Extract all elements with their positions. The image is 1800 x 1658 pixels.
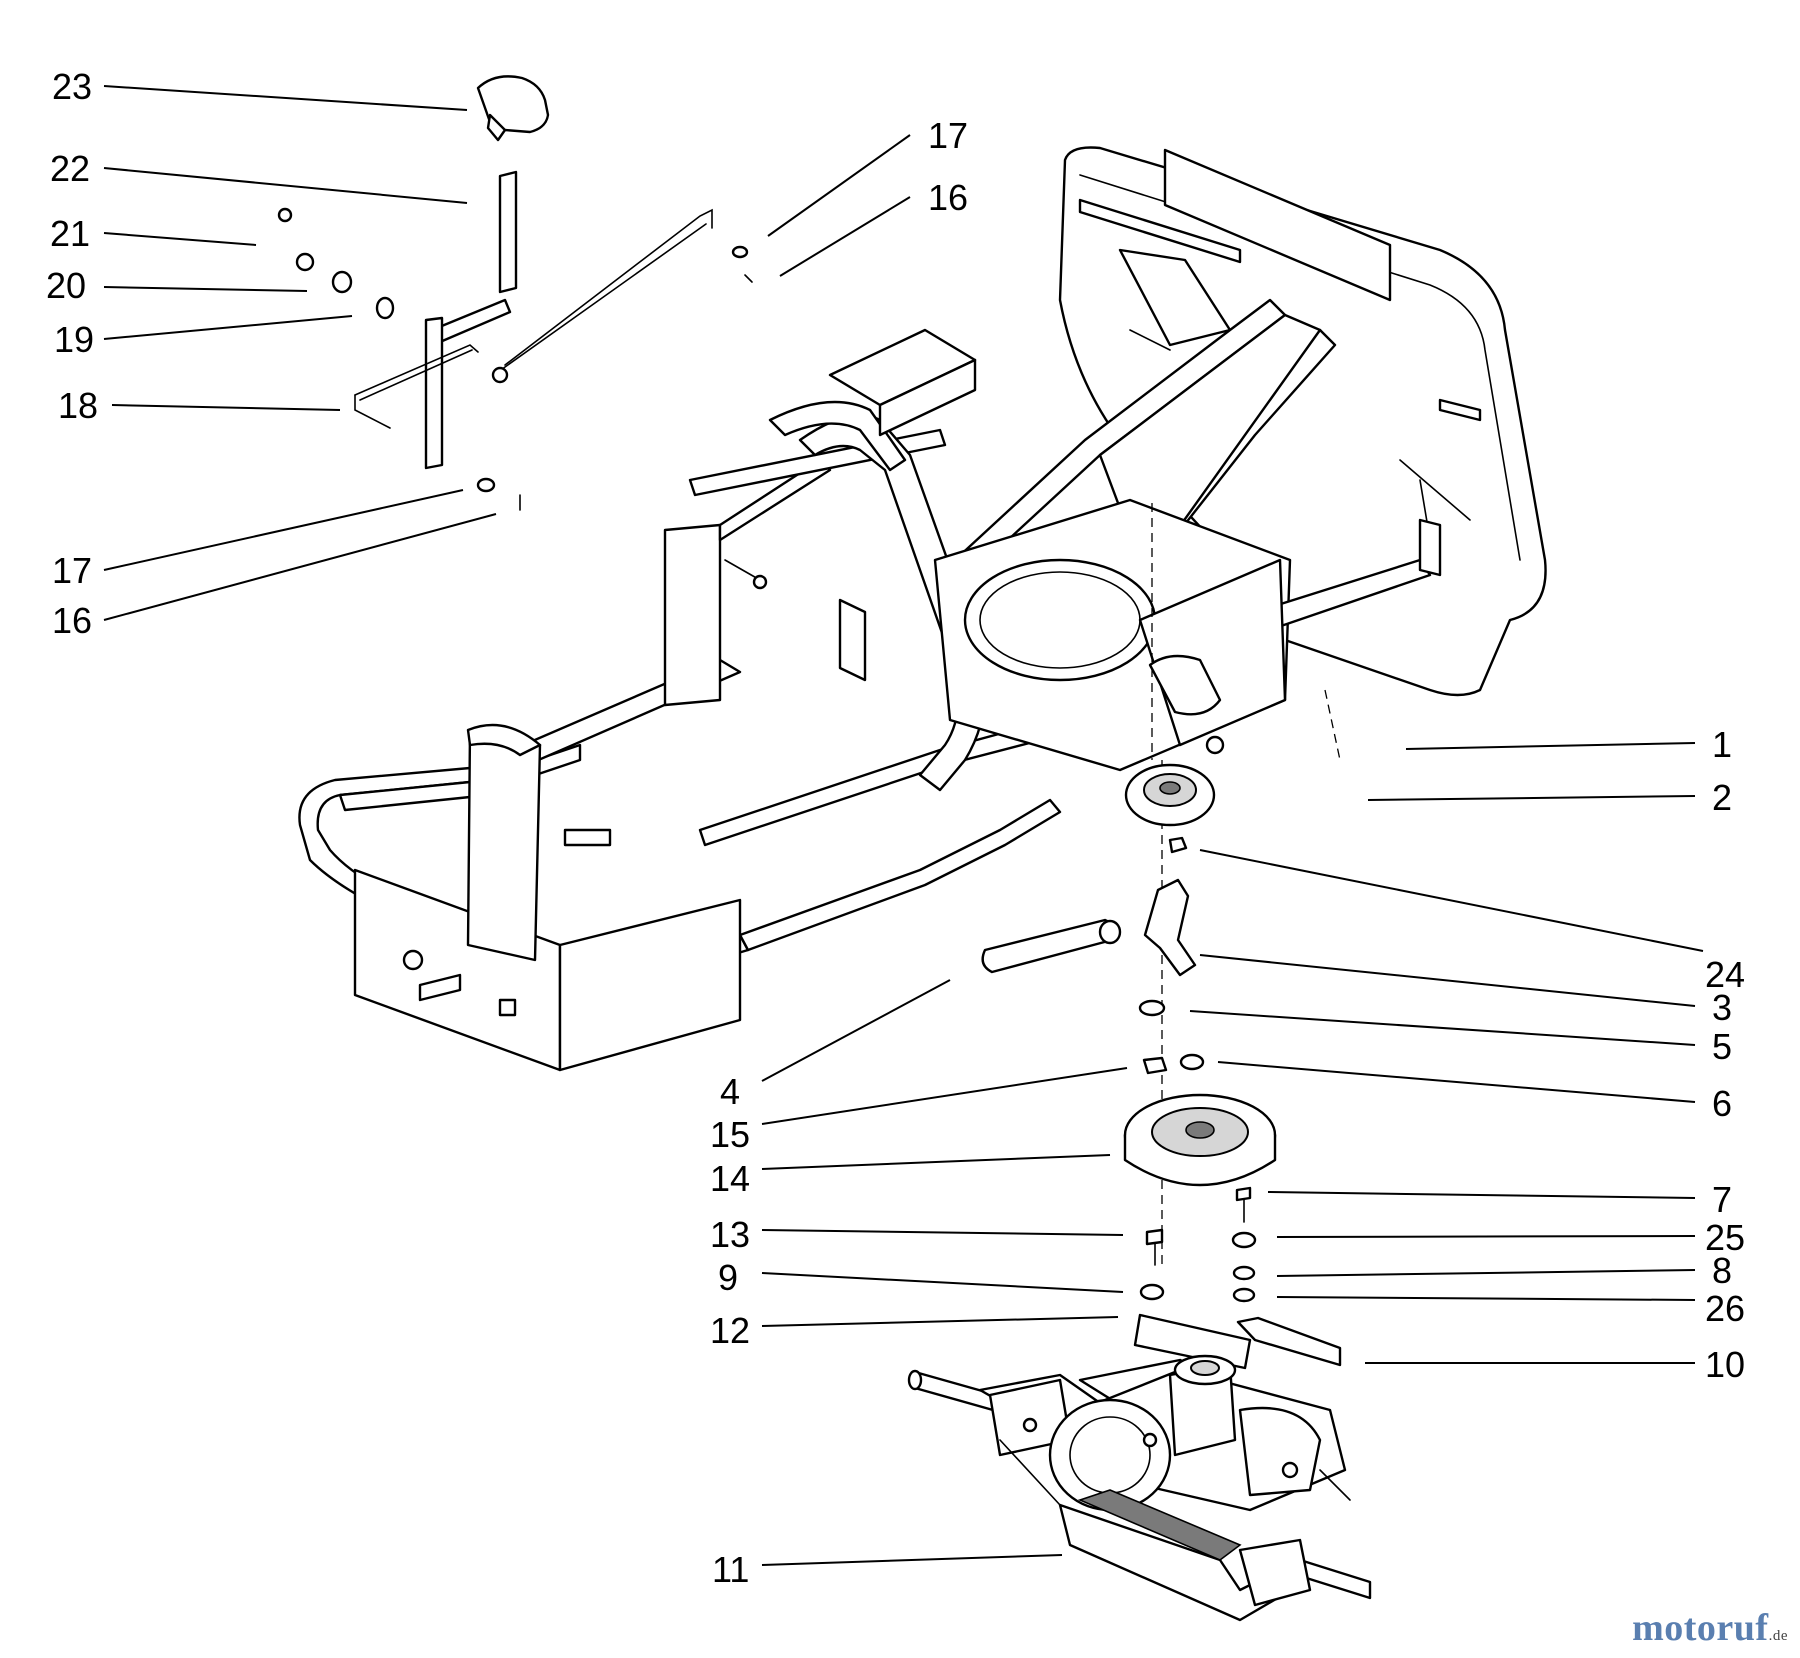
callout-17-left: 17 <box>52 550 92 591</box>
washer-part-20 <box>331 270 353 294</box>
bolt-part-13 <box>1145 1228 1164 1246</box>
callout-14: 14 <box>710 1158 750 1199</box>
callout-17-top: 17 <box>928 115 968 156</box>
knob-part-23 <box>476 75 550 134</box>
callout-15: 15 <box>710 1114 750 1155</box>
lever-part-22 <box>498 170 518 294</box>
callout-25: 25 <box>1705 1217 1745 1258</box>
callout-26: 26 <box>1705 1288 1745 1329</box>
spacer-part-4 <box>981 918 1116 974</box>
arm-part-10 <box>1236 1316 1342 1367</box>
leader-lines <box>103 85 1704 1566</box>
watermark-suffix: .de <box>1768 1628 1788 1644</box>
callout-18: 18 <box>58 385 98 426</box>
callout-19: 19 <box>54 319 94 360</box>
callout-20: 20 <box>46 265 86 306</box>
washer-part-26 <box>1232 1287 1256 1303</box>
callout-16-left: 16 <box>52 600 92 641</box>
washer-part-25 <box>1231 1231 1257 1249</box>
bushing-part-15 <box>1142 1056 1168 1075</box>
watermark-logo: motoruf.de <box>1632 1606 1788 1650</box>
watermark-main: motoruf <box>1632 1607 1769 1649</box>
idler-arm-part-3 <box>1143 878 1197 977</box>
pulley-stack <box>981 503 1342 1370</box>
callout-2: 2 <box>1712 777 1732 818</box>
callout-3: 3 <box>1712 987 1732 1028</box>
transaxle-part-11 <box>907 1354 1372 1622</box>
callout-24: 24 <box>1705 954 1745 995</box>
nut-part-9 <box>1139 1283 1165 1301</box>
bracket-part-12 <box>1133 1313 1252 1370</box>
washer-part-5 <box>1138 999 1166 1017</box>
callout-13: 13 <box>710 1214 750 1255</box>
callout-8: 8 <box>1712 1250 1732 1291</box>
lever-assembly <box>277 75 753 511</box>
washer-part-19 <box>375 296 395 320</box>
callout-11: 11 <box>712 1549 749 1590</box>
washer-part-8 <box>1232 1265 1256 1281</box>
callout-9: 9 <box>718 1257 738 1298</box>
callout-6: 6 <box>1712 1083 1732 1124</box>
nut-part-24 <box>1168 836 1188 854</box>
callout-5: 5 <box>1712 1026 1732 1067</box>
callouts: 23 22 21 20 19 18 17 16 17 16 1 2 24 3 5… <box>46 66 1745 1590</box>
callout-7: 7 <box>1712 1179 1732 1220</box>
callout-1: 1 <box>1712 724 1732 765</box>
callout-12: 12 <box>710 1310 750 1351</box>
bushing-part-6 <box>1179 1053 1205 1071</box>
main-frame <box>298 298 1442 1072</box>
callout-4: 4 <box>720 1071 740 1112</box>
callout-21: 21 <box>50 213 90 254</box>
callout-23: 23 <box>52 66 92 107</box>
nut-part-21 <box>277 207 293 223</box>
bolt-part-7 <box>1235 1186 1252 1202</box>
callout-22: 22 <box>50 148 90 189</box>
callout-16-top: 16 <box>928 177 968 218</box>
callout-10: 10 <box>1705 1344 1745 1385</box>
